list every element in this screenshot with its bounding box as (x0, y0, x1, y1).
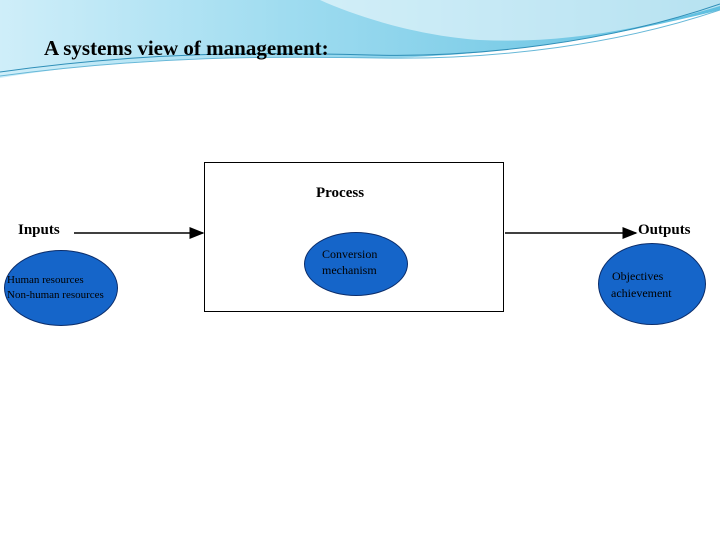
process-item: mechanism (322, 263, 377, 278)
input-item: Non-human resources (7, 288, 104, 303)
output-item: Objectives (612, 269, 663, 284)
outputs-label: Outputs (638, 222, 691, 239)
outputs-ellipse (598, 243, 706, 325)
process-item: Conversion (322, 247, 377, 262)
input-item: Human resources (7, 273, 84, 288)
output-item: achievement (611, 286, 672, 301)
inputs-label: Inputs (18, 222, 60, 239)
